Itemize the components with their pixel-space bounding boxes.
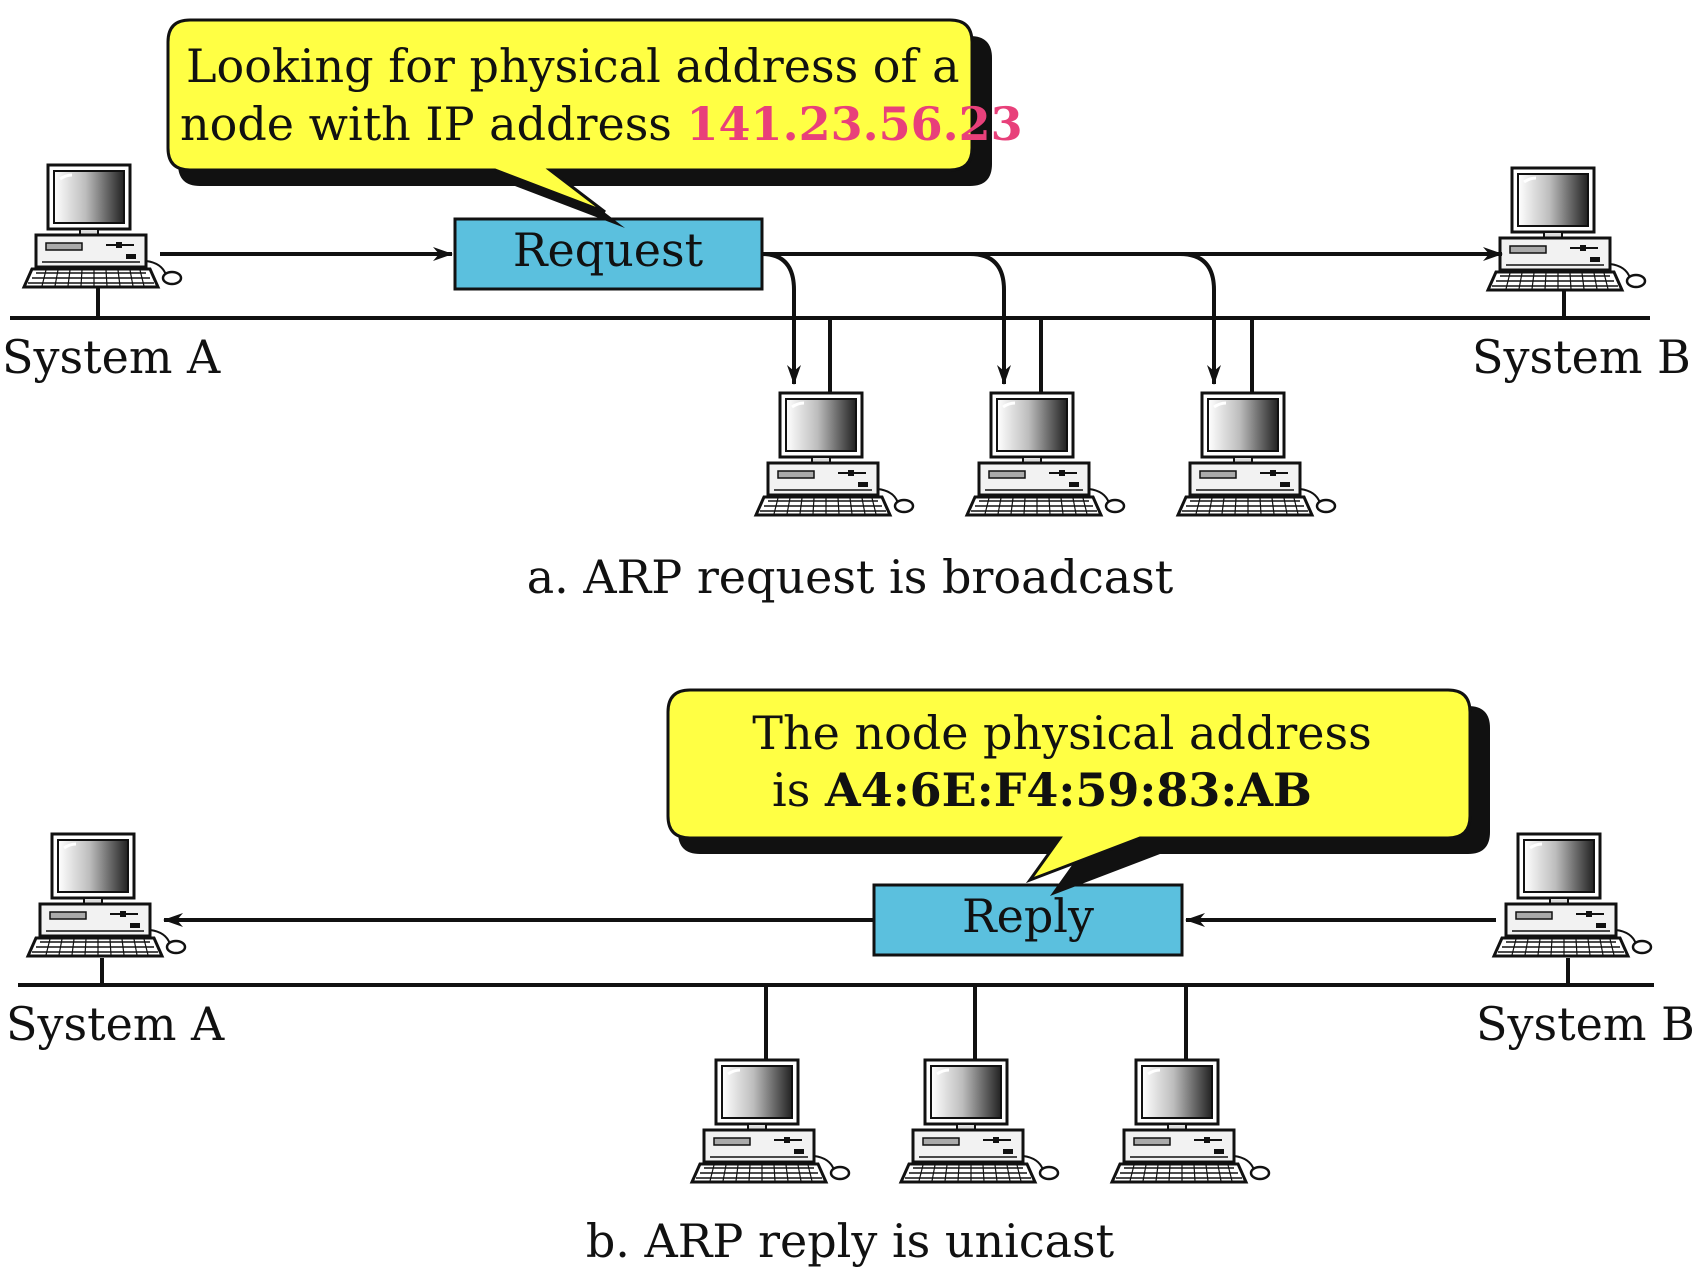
bubble-a-line-2-prefix: node with IP address [180,97,687,151]
panel-b: System A System B Reply The node physica… [6,688,1695,1268]
caption-b: b. ARP reply is unicast [586,1214,1115,1268]
bubble-a-line-2: node with IP address 141.23.56.23 [180,97,1023,151]
request-packet [453,217,764,291]
computer-icon [899,1058,1060,1184]
broadcast-arrow-node-3 [1179,252,1221,385]
computer-icon [965,391,1126,517]
target-ip-address: 141.23.56.23 [687,97,1023,151]
physical-address: A4:6E:F4:59:83:AB [824,763,1312,817]
system-a-label-b: System A [6,997,225,1051]
speech-bubble-b: The node physical address is A4:6E:F4:59… [666,688,1490,896]
request-packet-label: Request [513,223,704,277]
bubble-b-line-2-prefix: is [772,763,825,817]
computer-icon [1110,1058,1271,1184]
computer-icon [1176,391,1337,517]
system-b-label-b: System B [1476,997,1695,1051]
system-b-label: System B [1472,330,1691,384]
bubble-b-line-1: The node physical address [752,706,1371,760]
bubble-a-line-1: Looking for physical address of a [186,39,960,93]
panel-a: System A System B Request Looking for ph… [2,18,1691,604]
bubble-b-line-2: is A4:6E:F4:59:83:AB [772,763,1312,817]
caption-a: a. ARP request is broadcast [527,550,1174,604]
broadcast-arrow-node-2 [969,252,1011,385]
reply-packet [872,883,1184,957]
computer-icon [26,832,187,958]
reply-packet-label: Reply [962,889,1094,943]
system-a-label: System A [2,330,221,384]
computer-icon [22,163,183,289]
computer-icon [1492,832,1653,958]
broadcast-arrow-node-1 [761,252,801,385]
computer-icon [754,391,915,517]
computer-icon [1486,166,1647,292]
speech-bubble-a: Looking for physical address of a node w… [166,18,1023,228]
computer-icon [690,1058,851,1184]
